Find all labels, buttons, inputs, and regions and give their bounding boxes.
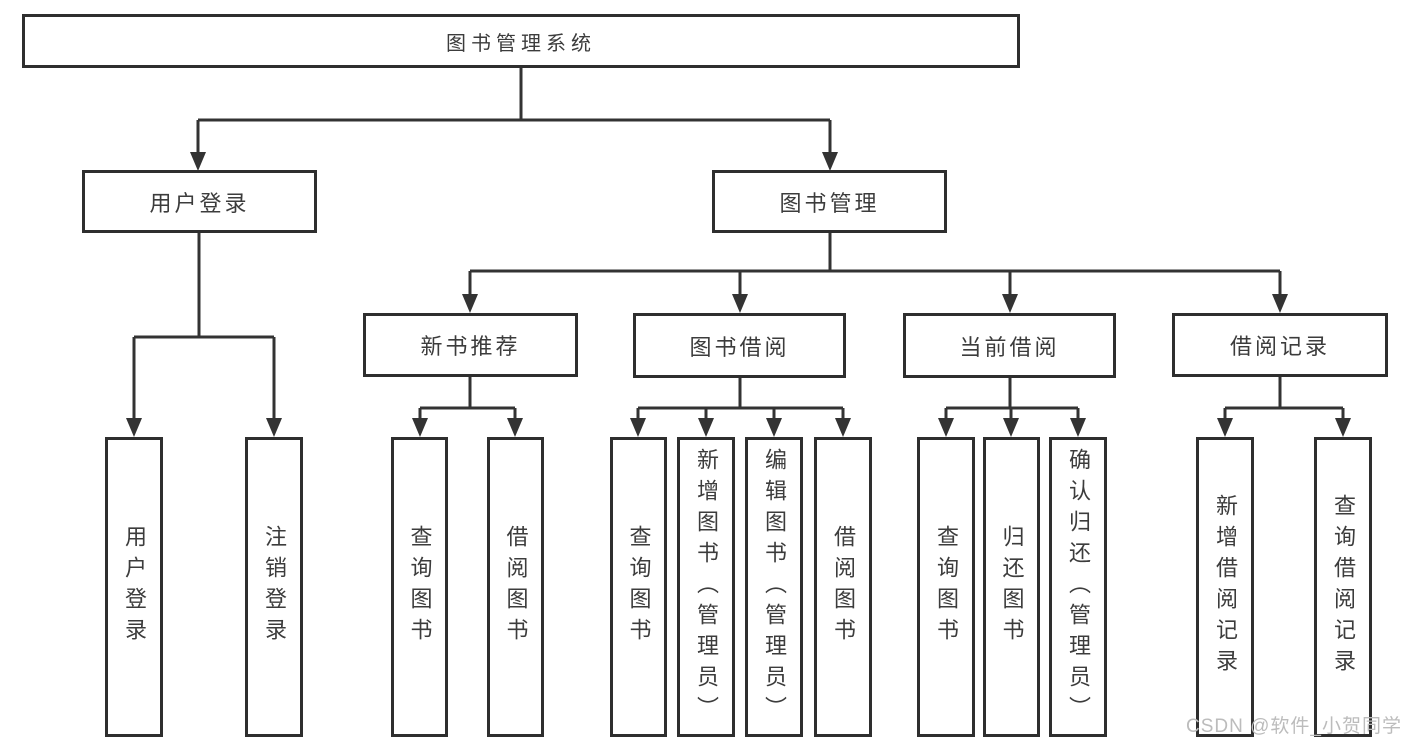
leaf-borrow-books-recommend: 借阅图书 — [487, 437, 544, 737]
leaf-query-books-borrow: 查询图书 — [610, 437, 667, 737]
leaf-user-login: 用户登录 — [105, 437, 163, 737]
leaf-edit-book-admin: 编辑图书（管理员） — [745, 437, 803, 737]
leaf-add-book-admin: 新增图书（管理员） — [677, 437, 735, 737]
leaf-logout: 注销登录 — [245, 437, 303, 737]
leaf-borrow-books: 借阅图书 — [814, 437, 872, 737]
leaf-query-books-recommend: 查询图书 — [391, 437, 448, 737]
leaf-query-borrow-record: 查询借阅记录 — [1314, 437, 1372, 737]
node-borrow-records: 借阅记录 — [1172, 313, 1388, 377]
node-book-borrow: 图书借阅 — [633, 313, 846, 378]
leaf-query-books-current: 查询图书 — [917, 437, 975, 737]
watermark: CSDN @软件_小贺同学 — [1186, 716, 1402, 737]
node-library-system: 图书管理系统 — [22, 14, 1020, 68]
node-new-book-recommend: 新书推荐 — [363, 313, 578, 377]
leaf-confirm-return-admin: 确认归还（管理员） — [1049, 437, 1107, 737]
node-book-management: 图书管理 — [712, 170, 947, 233]
node-user-login: 用户登录 — [82, 170, 317, 233]
node-current-borrow: 当前借阅 — [903, 313, 1116, 378]
leaf-add-borrow-record: 新增借阅记录 — [1196, 437, 1254, 737]
leaf-return-book: 归还图书 — [983, 437, 1040, 737]
